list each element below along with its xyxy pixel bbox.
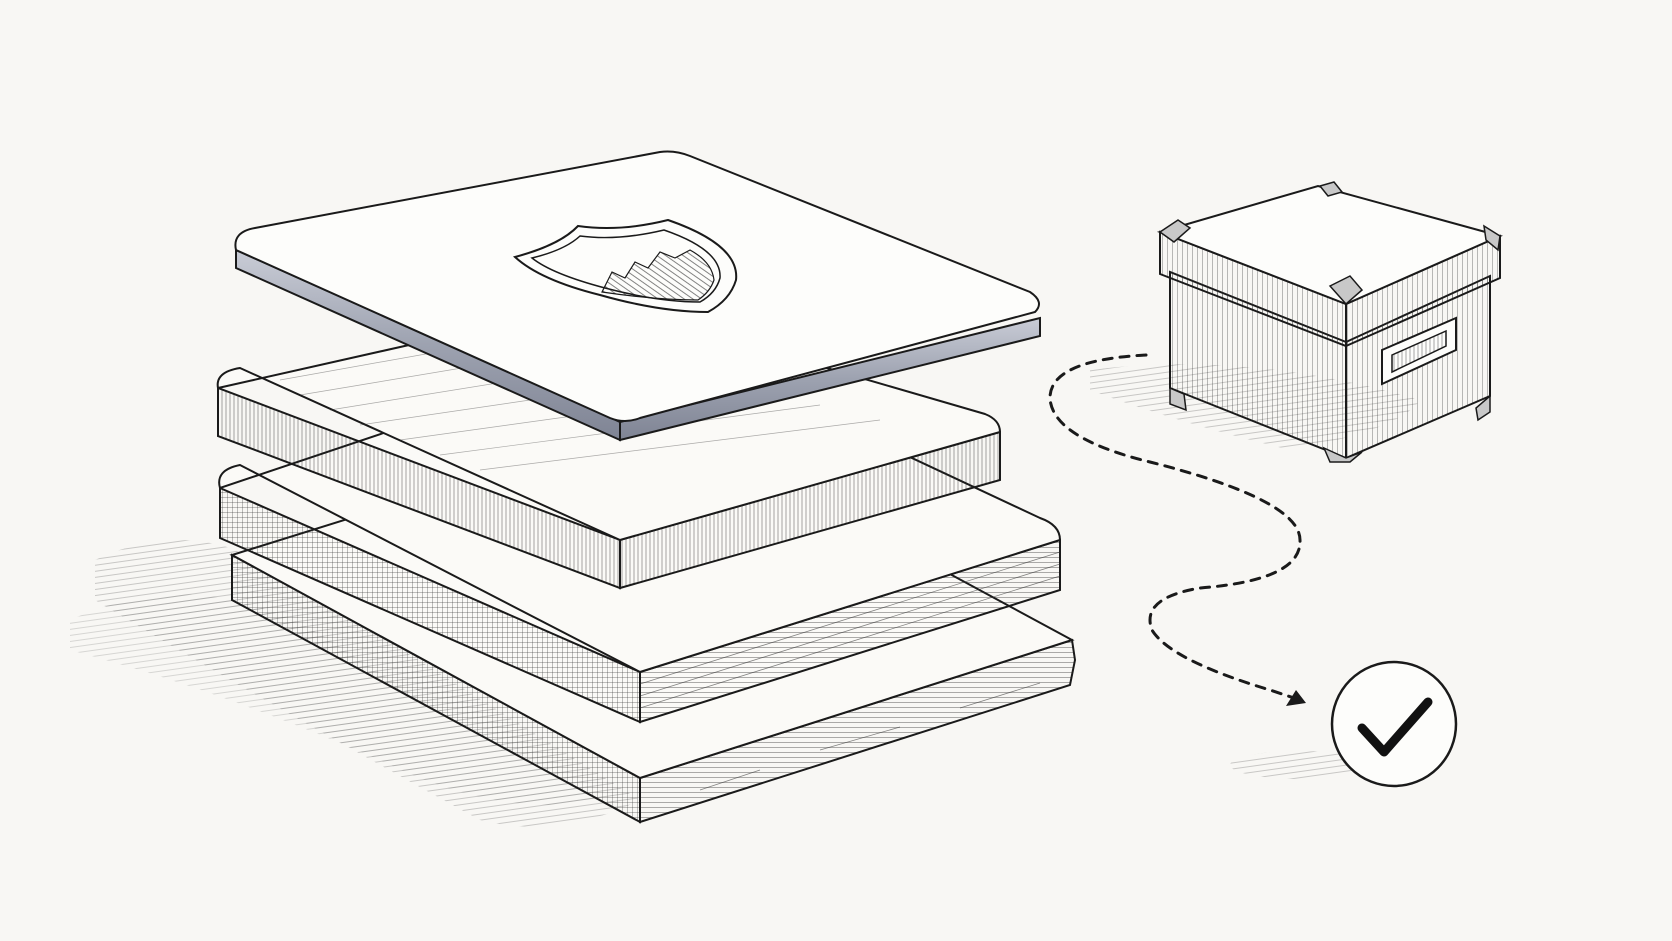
check-circle	[1330, 660, 1458, 788]
box-corner-brackets	[1158, 181, 1501, 463]
archive-box	[1156, 181, 1503, 463]
box-handle	[1381, 316, 1457, 386]
slab-top	[234, 150, 1041, 442]
stack-ground-shadow	[70, 540, 640, 827]
shield-icon	[512, 218, 738, 314]
arrow-head-icon	[1286, 690, 1306, 706]
check-icon	[1357, 697, 1433, 757]
dashed-path	[1048, 353, 1306, 706]
check-ground-shadow	[1230, 751, 1370, 779]
